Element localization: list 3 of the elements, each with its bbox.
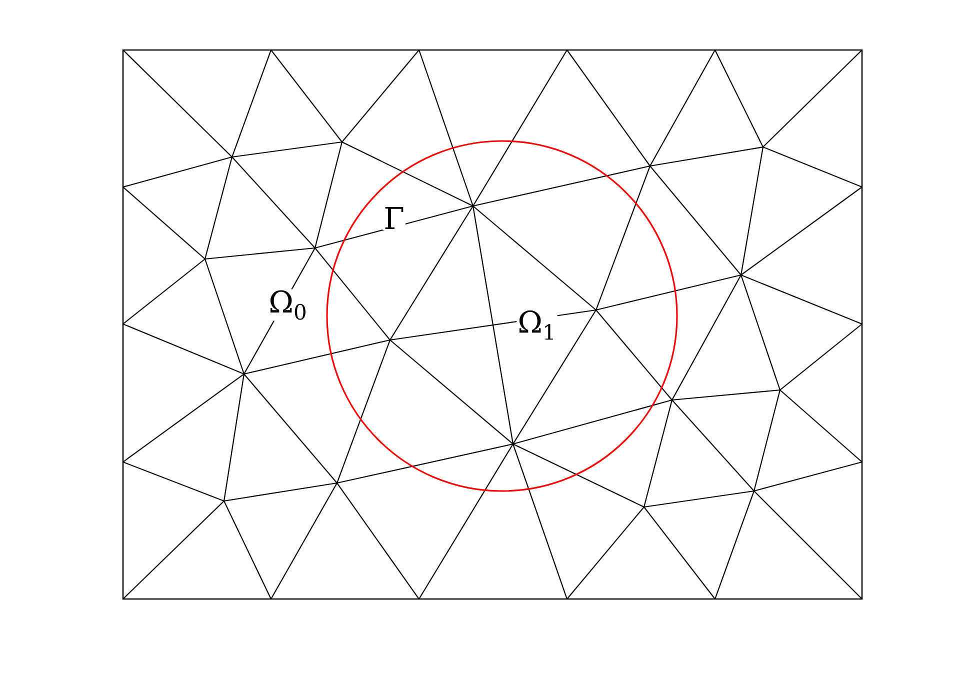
region-label: Ω$_{1}$ <box>516 309 558 341</box>
region-label: Ω$_{0}$ <box>268 289 308 321</box>
interface-label: Γ <box>382 206 406 230</box>
